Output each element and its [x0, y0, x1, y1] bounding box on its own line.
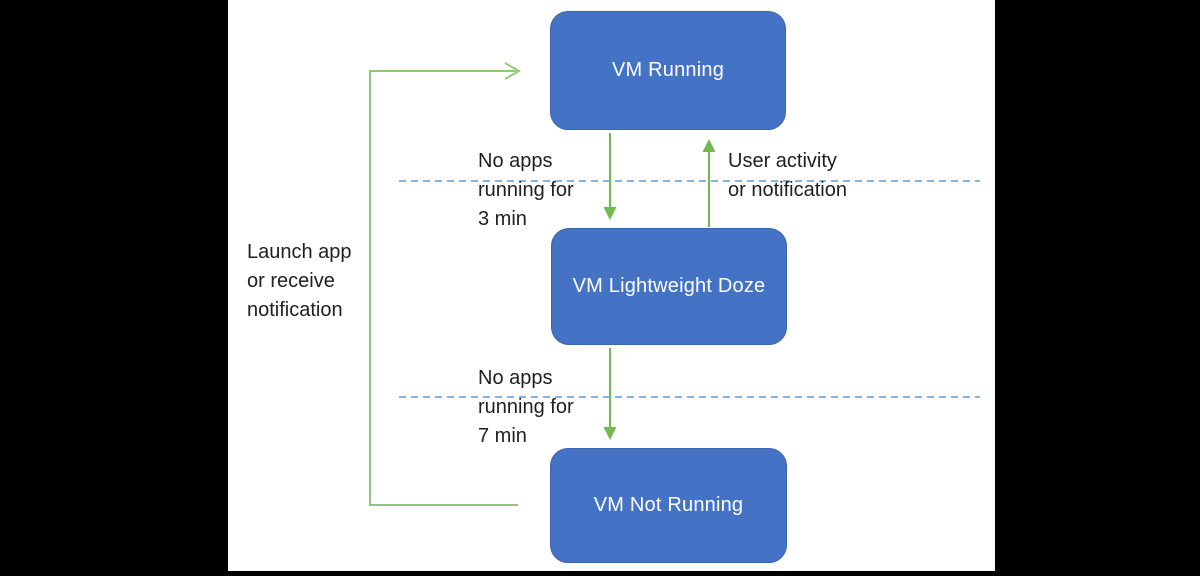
state-node-vm-running: VM Running: [550, 11, 786, 130]
state-node-vm-not-running: VM Not Running: [550, 448, 787, 563]
edge-label-no-apps-3min: No apps running for 3 min: [478, 150, 574, 230]
state-node-vm-lightweight-doze: VM Lightweight Doze: [551, 228, 787, 345]
edge-label-launch-app: Launch app or receive notification: [247, 241, 352, 321]
arrow-doze-to-notrunning: [603, 348, 617, 440]
edge-label-user-activity: User activity or notification: [728, 150, 847, 201]
diagram-connector-layer: [369, 62, 980, 506]
arrow-doze-to-running: [702, 139, 716, 227]
arrow-loop-notrunning-to-running: [369, 62, 522, 506]
arrow-running-to-doze: [603, 133, 617, 220]
diagram-canvas: VM Running VM Lightweight Doze VM Not Ru…: [228, 0, 995, 571]
edge-label-no-apps-7min: No apps running for 7 min: [478, 367, 574, 447]
